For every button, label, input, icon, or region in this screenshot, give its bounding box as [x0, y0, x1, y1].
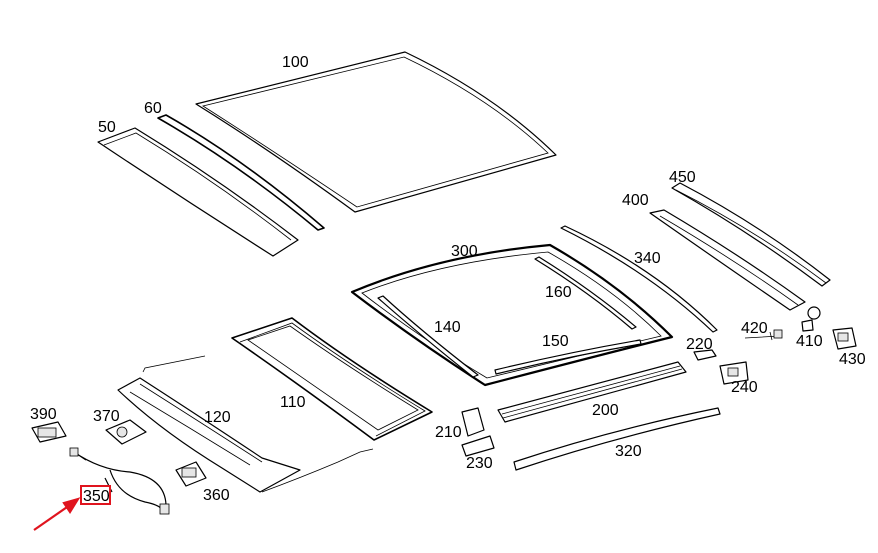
highlight-arrow — [33, 497, 81, 531]
label-220: 220 — [686, 336, 713, 353]
label-400: 400 — [622, 192, 649, 209]
label-390: 390 — [30, 406, 57, 423]
part-160-strip[interactable] — [534, 256, 637, 330]
label-210: 210 — [435, 424, 462, 441]
label-120: 120 — [204, 409, 231, 426]
label-160: 160 — [545, 284, 572, 301]
part-450-wind-deflector[interactable] — [671, 182, 831, 287]
label-230: 230 — [466, 455, 493, 472]
label-320: 320 — [615, 443, 642, 460]
part-230-bracket[interactable] — [461, 435, 495, 457]
label-240: 240 — [731, 379, 758, 396]
part-370-motor[interactable] — [105, 419, 147, 445]
label-340: 340 — [634, 250, 661, 267]
part-390-control-module[interactable] — [31, 421, 67, 443]
label-150: 150 — [542, 333, 569, 350]
part-430-motor-unit[interactable] — [832, 327, 857, 350]
part-410-bracket[interactable] — [801, 319, 814, 332]
highlight-350[interactable]: 350 — [80, 485, 111, 505]
label-200: 200 — [592, 402, 619, 419]
part-50-glass-panel[interactable] — [97, 127, 299, 257]
part-400-deflector[interactable] — [649, 209, 806, 311]
part-210-bracket[interactable] — [461, 407, 485, 437]
label-420: 420 — [741, 320, 768, 337]
part-150-strip[interactable] — [494, 339, 642, 375]
label-430: 430 — [839, 351, 866, 368]
label-350: 350 — [83, 488, 110, 505]
part-360-motor[interactable] — [175, 461, 207, 487]
label-60: 60 — [144, 100, 162, 117]
label-140: 140 — [434, 319, 461, 336]
label-450: 450 — [669, 169, 696, 186]
part-220-bracket[interactable] — [693, 349, 717, 361]
part-200-guide-rail[interactable] — [497, 361, 687, 423]
part-120-mechanism-tray[interactable] — [117, 355, 374, 493]
part-340-strip[interactable] — [560, 225, 718, 333]
label-370: 370 — [93, 408, 120, 425]
part-60-trim-strip[interactable] — [157, 114, 325, 231]
label-300: 300 — [451, 243, 478, 260]
part-140-strip[interactable] — [377, 295, 479, 378]
part-110-frame[interactable] — [231, 317, 433, 441]
highlight-box — [80, 485, 111, 505]
part-320-strip[interactable] — [513, 407, 721, 471]
label-110: 110 — [280, 394, 306, 411]
part-240-bracket[interactable] — [719, 361, 749, 385]
label-360: 360 — [203, 487, 230, 504]
label-100: 100 — [282, 54, 309, 71]
label-50: 50 — [98, 119, 116, 136]
label-410: 410 — [796, 333, 823, 350]
part-350-wiring-harness[interactable] — [69, 447, 170, 515]
part-roller-end — [807, 306, 821, 320]
part-100-roof-panel[interactable] — [195, 51, 557, 213]
part-420-cable-clip[interactable] — [744, 329, 783, 341]
